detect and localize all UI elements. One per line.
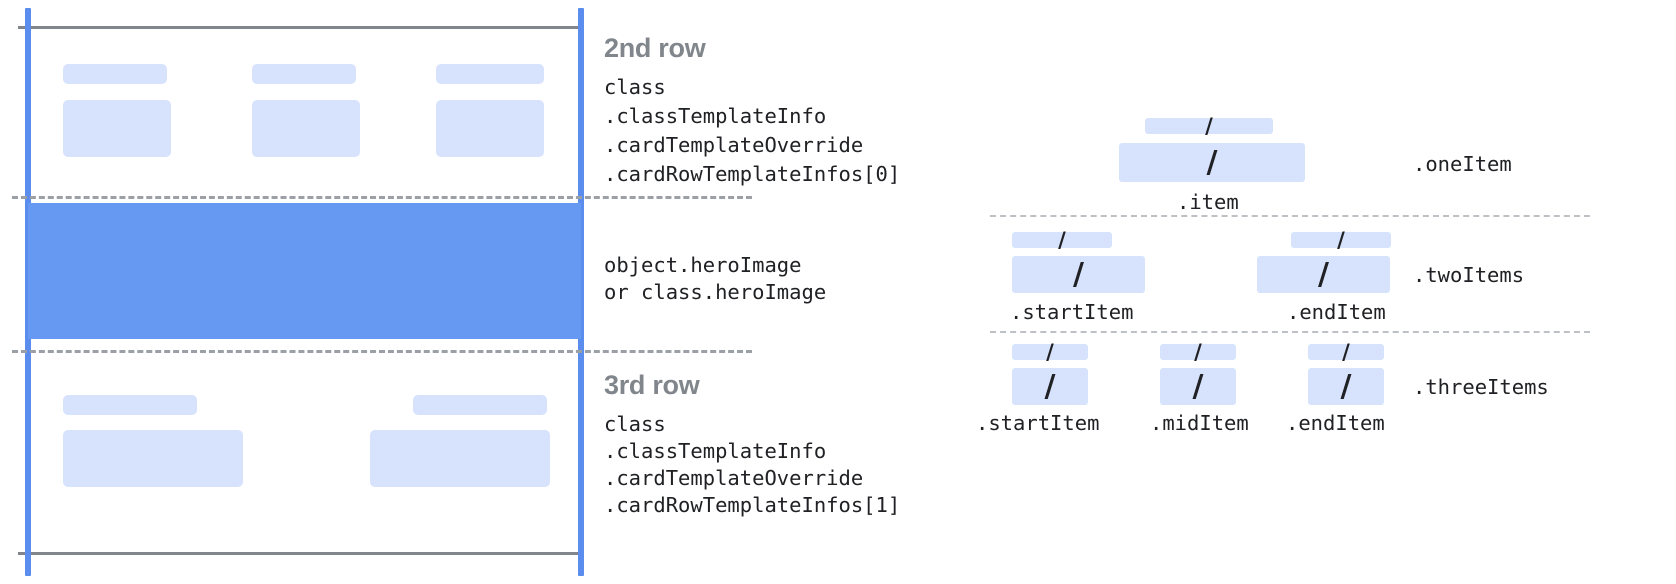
slash-glyph: / (1194, 340, 1202, 364)
row3-code-line-2: .classTemplateInfo (604, 439, 827, 463)
one-item-caption: .item (1177, 190, 1239, 214)
row2-code-line-2: .classTemplateInfo (604, 104, 827, 128)
three-items-mid-label-chip: / (1160, 340, 1236, 364)
two-items-start-value-chip: / (1012, 256, 1145, 293)
three-items-mid-caption: .midItem (1150, 411, 1249, 435)
three-items-end-value-chip: / (1308, 368, 1384, 405)
slash-glyph: / (1073, 257, 1084, 292)
slash-glyph: / (1046, 340, 1054, 364)
two-three-items-separator (990, 331, 1590, 333)
two-items-start-caption: .startItem (1010, 300, 1134, 324)
slash-glyph: / (1192, 369, 1204, 404)
three-items-row-label: .threeItems (1413, 375, 1549, 399)
row3-code-line-1: class (604, 412, 666, 436)
one-item-row-label: .oneItem (1413, 152, 1512, 176)
one-item-value-chip: / (1119, 143, 1305, 182)
hero-code-line-1: object.heroImage (604, 253, 802, 277)
row2-label-placeholder-1 (63, 64, 167, 84)
slash-glyph: / (1318, 257, 1329, 292)
slash-glyph: / (1205, 114, 1213, 138)
row2-label-placeholder-3 (436, 64, 544, 84)
row2-heading: 2nd row (604, 33, 706, 63)
two-items-row-label: .twoItems (1413, 263, 1525, 287)
three-items-end-caption: .endItem (1286, 411, 1385, 435)
hero-image-block (28, 203, 581, 339)
slash-glyph: / (1206, 145, 1218, 180)
row2-value-placeholder-3 (436, 100, 544, 157)
slash-glyph: / (1058, 228, 1066, 252)
hero-code-line-2: or class.heroImage (604, 280, 827, 304)
two-items-end-label-chip: / (1291, 228, 1391, 252)
row2-label-placeholder-2 (252, 64, 356, 84)
two-items-start-label-chip: / (1012, 228, 1112, 252)
three-items-start-caption: .startItem (976, 411, 1100, 435)
row2-code-line-1: class (604, 75, 666, 99)
three-items-end-label-chip: / (1308, 340, 1384, 364)
card-template-preview (0, 0, 752, 584)
slash-glyph: / (1044, 369, 1056, 404)
slash-glyph: / (1342, 340, 1350, 364)
row3-value-placeholder-2 (370, 430, 550, 487)
slash-glyph: / (1340, 369, 1352, 404)
row2-value-placeholder-1 (63, 100, 171, 157)
item-layout-diagram: / / .item .oneItem / / .startItem / / (960, 0, 1676, 584)
row2-value-placeholder-2 (252, 100, 360, 157)
three-items-start-label-chip: / (1012, 340, 1088, 364)
one-item-label-chip: / (1145, 114, 1273, 138)
three-items-mid-value-chip: / (1160, 368, 1236, 405)
hero-top-dashed-separator (12, 196, 752, 199)
row2-code-line-3: .cardTemplateOverride (604, 133, 864, 157)
two-items-end-caption: .endItem (1287, 300, 1386, 324)
row3-heading: 3rd row (604, 370, 700, 400)
card-right-guide (578, 8, 584, 576)
row3-code-line-4: .cardRowTemplateInfos[1] (604, 493, 901, 517)
one-two-items-separator (990, 215, 1590, 217)
row3-code-line-3: .cardTemplateOverride (604, 466, 864, 490)
hero-bottom-dashed-separator (12, 350, 752, 353)
card-bottom-rule (18, 552, 584, 555)
row3-label-placeholder-2 (413, 395, 547, 415)
card-top-rule (18, 26, 584, 29)
row3-label-placeholder-1 (63, 395, 197, 415)
three-items-start-value-chip: / (1012, 368, 1088, 405)
two-items-end-value-chip: / (1257, 256, 1390, 293)
row2-code-line-4: .cardRowTemplateInfos[0] (604, 162, 901, 186)
row3-value-placeholder-1 (63, 430, 243, 487)
slash-glyph: / (1337, 228, 1345, 252)
